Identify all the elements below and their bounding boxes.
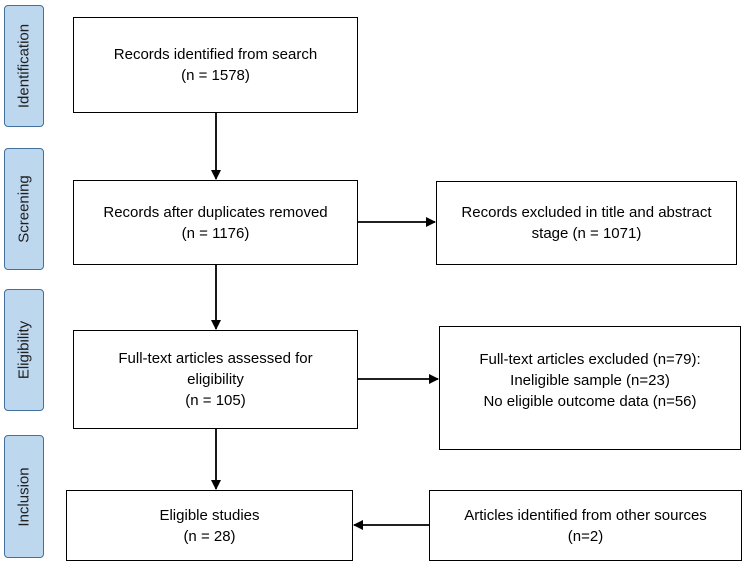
box-fulltext-excluded-line3: No eligible outcome data (n=56) <box>483 393 697 410</box>
stage-screening-label: Screening <box>15 175 33 243</box>
stage-inclusion-label: Inclusion <box>15 466 33 527</box>
box-fulltext-assessed-line2: eligibility <box>187 371 244 388</box>
box-eligible-studies-line2: (n = 28) <box>183 527 236 545</box>
box-excluded-title-abstract-line1: Records excluded in title and abstract <box>461 204 712 221</box>
stage-screening: Screening <box>4 148 44 270</box>
box-other-sources: Articles identified from other sources (… <box>429 490 742 561</box>
box-records-identified-line2: (n = 1578) <box>181 67 250 84</box>
stage-eligibility: Eligibility <box>4 289 44 411</box>
box-after-duplicates-line1: Records after duplicates removed <box>103 203 328 221</box>
box-other-sources-line1: Articles identified from other sources <box>464 506 707 524</box>
box-fulltext-assessed: Full-text articles assessed for eligibil… <box>73 330 358 429</box>
box-fulltext-excluded-line2: Ineligible sample (n=23) <box>510 372 670 389</box>
stage-identification: Identification <box>4 5 44 127</box>
box-excluded-title-abstract: Records excluded in title and abstract s… <box>436 181 737 265</box>
box-after-duplicates: Records after duplicates removed (n = 11… <box>73 180 358 265</box>
box-fulltext-excluded-line1: Full-text articles excluded (n=79): <box>479 351 701 368</box>
box-records-identified: Records identified from search (n = 1578… <box>73 17 358 113</box>
box-excluded-title-abstract-line2: stage (n = 1071) <box>531 225 642 242</box>
box-fulltext-assessed-line1: Full-text articles assessed for <box>118 350 313 367</box>
box-fulltext-excluded: Full-text articles excluded (n=79): Inel… <box>439 326 741 450</box>
stage-identification-label: Identification <box>15 23 33 109</box>
box-other-sources-line2: (n=2) <box>567 527 604 545</box>
box-records-identified-line1: Records identified from search <box>113 46 318 63</box>
box-eligible-studies-line1: Eligible studies <box>159 506 260 524</box>
box-eligible-studies: Eligible studies (n = 28) <box>66 490 353 561</box>
box-after-duplicates-line2: (n = 1176) <box>181 224 250 242</box>
stage-inclusion: Inclusion <box>4 435 44 558</box>
stage-eligibility-label: Eligibility <box>15 320 33 380</box>
box-fulltext-assessed-line3: (n = 105) <box>185 392 246 409</box>
